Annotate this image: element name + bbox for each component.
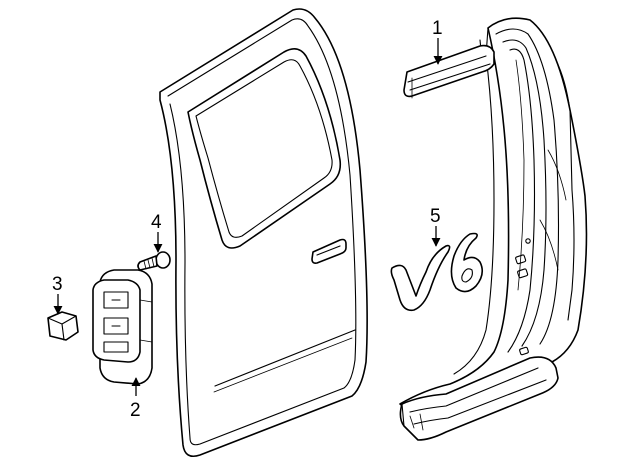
callout-4: 4 <box>151 212 163 253</box>
callout-1: 1 <box>432 18 443 65</box>
callout-5: 5 <box>430 206 441 247</box>
screw <box>137 251 171 271</box>
v6-emblem <box>390 232 484 312</box>
body-pillar-assembly <box>399 17 588 441</box>
callout-label-3: 3 <box>52 274 63 295</box>
callout-label-5: 5 <box>430 206 441 227</box>
callout-label-4: 4 <box>151 212 162 233</box>
roof-rail-weatherstrip <box>403 44 495 99</box>
callout-label-1: 1 <box>432 18 443 39</box>
door-check-bracket <box>92 269 153 385</box>
callout-label-2: 2 <box>130 400 141 421</box>
rear-door-shell <box>159 8 368 458</box>
callout-3: 3 <box>52 274 63 315</box>
clip-retainer <box>47 311 79 341</box>
callout-2: 2 <box>130 377 141 421</box>
